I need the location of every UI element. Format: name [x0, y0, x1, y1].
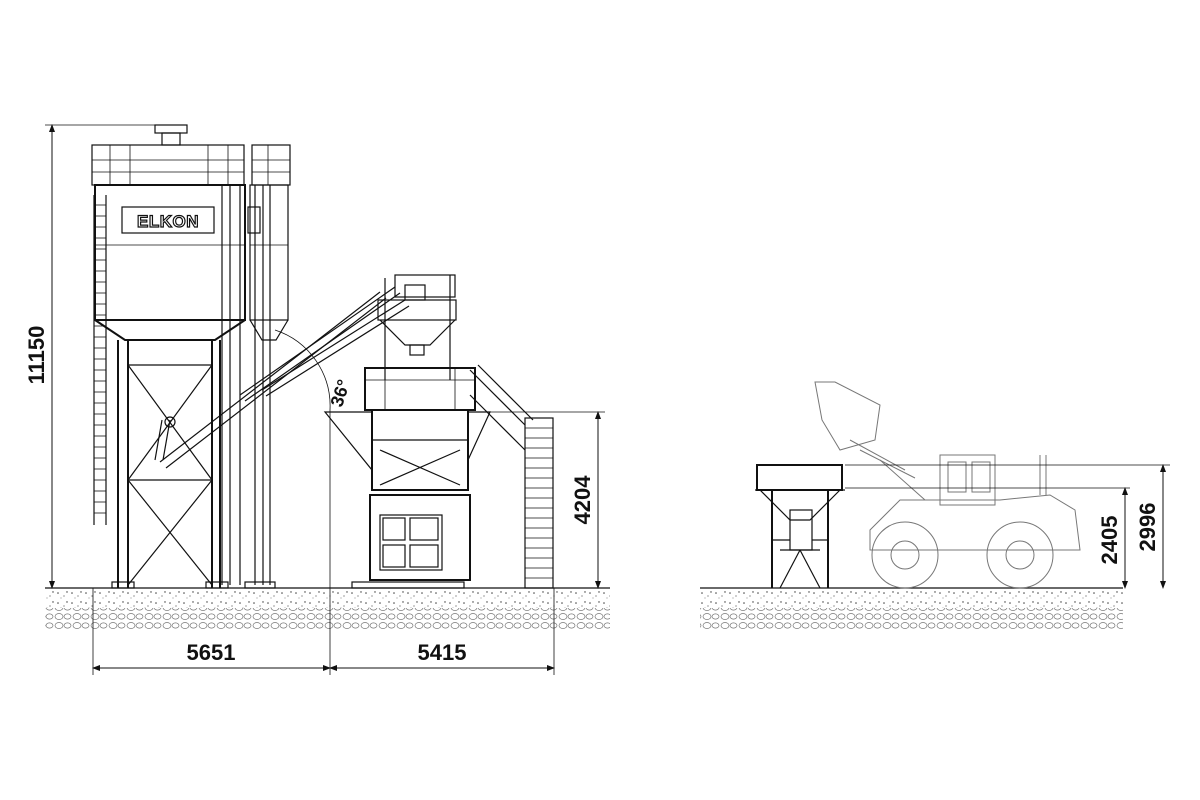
mixer-width-label: 5415: [418, 640, 467, 665]
hopper-height-label: 2405: [1097, 516, 1122, 565]
access-stairs: [469, 364, 554, 589]
silo-ladder-rungs: [94, 204, 106, 514]
ground-right: [700, 587, 1123, 630]
ground-left: [45, 587, 610, 630]
silo-width-label: 5651: [187, 640, 236, 665]
dim-mixer-height: 4204: [490, 411, 605, 589]
total-height-label: 11150: [24, 326, 49, 385]
conveyor-angle-label: 36°: [327, 377, 354, 409]
cement-silo: ELKON: [91, 124, 291, 589]
loader-height-label: 2996: [1135, 503, 1160, 552]
screw-conveyor: 36°: [159, 286, 410, 588]
mixer-tower: [323, 274, 491, 589]
dim-right-heights: 2405 2996: [845, 464, 1170, 589]
stair-rungs: [525, 427, 553, 579]
aggregate-hopper: [755, 464, 845, 589]
brand-logo-text: ELKON: [137, 212, 199, 231]
dim-horizontal: 5651 5415: [92, 588, 555, 675]
mixer-height-label: 4204: [570, 475, 595, 525]
wheel-loader: [814, 381, 1081, 589]
dim-total-height: 11150: [24, 124, 160, 589]
